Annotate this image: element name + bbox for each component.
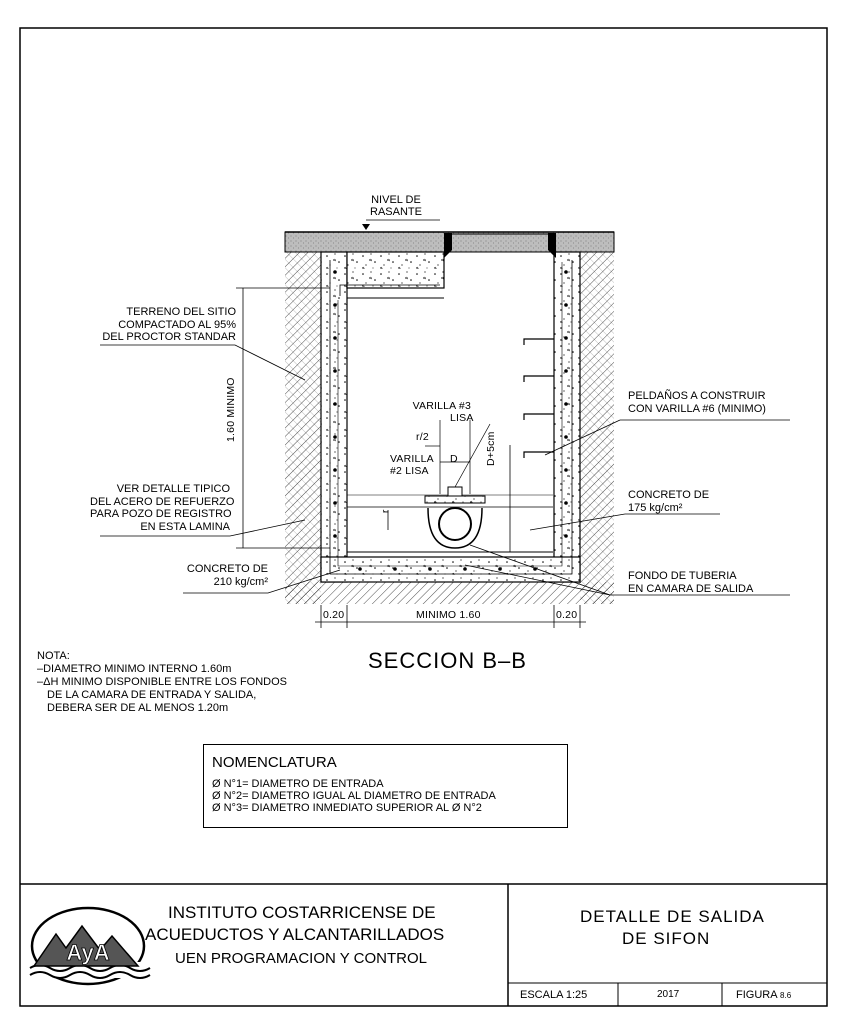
leader-lines (100, 344, 790, 596)
wall-left-dim: 0.20 (323, 609, 345, 621)
d-plus-5-label: D+5cm (485, 431, 497, 466)
nomenclatura-title: NOMENCLATURA (212, 754, 337, 771)
nomenclatura-row: Ø N°2= DIAMETRO IGUAL AL DIAMETRO DE ENT… (212, 790, 496, 802)
level-marker (362, 219, 440, 230)
soil-hatch (285, 252, 614, 604)
manhole-cover (444, 233, 556, 258)
dimension-lines (236, 287, 586, 628)
institute-name-line2: ACUEDUCTOS Y ALCANTARILLADOS (145, 925, 445, 944)
notes: NOTA: –DIAMETRO MINIMO INTERNO 1.60m –ΔH… (37, 650, 287, 714)
nomenclatura-box: NOMENCLATURA Ø N°1= DIAMETRO DE ENTRADA … (203, 744, 568, 828)
nomenclatura-row: Ø N°3= DIAMETRO INMEDIATO SUPERIOR AL Ø … (212, 802, 482, 814)
wall-right-dim: 0.20 (556, 609, 578, 621)
r-half-label: r/2 (416, 431, 429, 443)
section-title: SECCION B–B (368, 648, 527, 673)
sheet-border (19, 27, 828, 1007)
drawing-title-line1: DETALLE DE SALIDA (580, 907, 765, 926)
year-field: 2017 (657, 989, 680, 1000)
escala-field: ESCALA 1:25 (520, 989, 588, 1001)
nomenclatura-row: Ø N°1= DIAMETRO DE ENTRADA (212, 778, 384, 790)
aya-logo: AyA (29, 906, 151, 986)
unit-name: UEN PROGRAMACION Y CONTROL (175, 950, 427, 967)
ladder-rungs (523, 338, 554, 458)
logo-text: AyA (66, 940, 109, 965)
minimo-ancho-dim: MINIMO 1.60 (416, 609, 481, 621)
pipe-and-bench (347, 420, 553, 549)
d-label: D (450, 453, 458, 465)
concrete-structure (320, 251, 581, 583)
alto-minimo-label: 1.60 MINIMO (225, 377, 237, 442)
institute-name-line1: INSTITUTO COSTARRICENSE DE (168, 903, 436, 922)
r-label: r (379, 509, 392, 514)
varilla2-label: VARILLA#2 LISA (390, 453, 434, 477)
figura-field: FIGURA 8.6 (736, 989, 792, 1001)
drawing-title-line2: DE SIFON (622, 929, 711, 948)
